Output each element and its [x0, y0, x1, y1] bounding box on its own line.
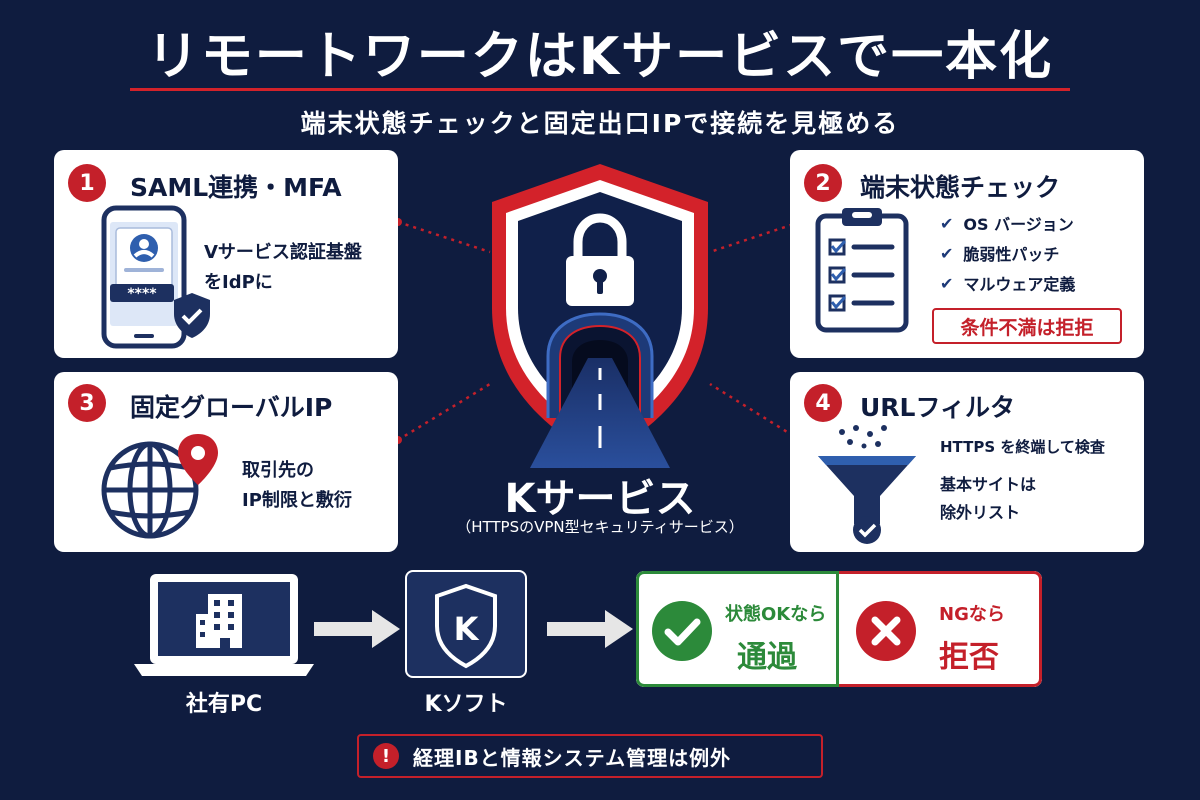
ng-result-text: 拒否 [939, 640, 999, 675]
ng-result: NGなら 拒否 [839, 571, 1042, 687]
posture-check-label: OS バージョン [963, 215, 1074, 234]
exception-notice: ! 経理IBと情報システム管理は例外 [357, 734, 823, 778]
checkmark-icon: ✔ [940, 273, 954, 293]
service-description: （HTTPSのVPN型セキュリティサービス） [456, 518, 744, 536]
pass-result: 状態OKなら 通過 [636, 571, 839, 687]
laptop-building-icon [134, 570, 314, 684]
page-subtitle: 端末状態チェックと固定出口IPで接続を見極める [300, 109, 900, 138]
card-saml-mfa: 1 SAML連携・MFA **** Vサービス認証基盤 をIdPに [54, 150, 398, 358]
checkmark-icon: ✔ [940, 213, 954, 233]
card-fixed-global-ip: 3 固定グローバルIP 取引先の IP制限と敷衍 [54, 372, 398, 552]
alert-icon: ! [373, 743, 399, 769]
card-url-filter: 4 URLフィルタ HTTPS を終端して検査 基本サイトは 除外リスト [790, 372, 1144, 552]
access-decision-panel: 状態OKなら 通過 NGなら 拒否 [636, 571, 1042, 687]
card-body-line: Vサービス認証基盤 [204, 242, 362, 263]
security-shield-icon [480, 158, 720, 472]
posture-check-item: ✔ 脆弱性パッチ [940, 238, 1059, 268]
service-name: Kサービス [504, 476, 696, 522]
card-number-badge: 1 [68, 164, 106, 202]
company-pc-label: 社有PC [185, 692, 263, 717]
posture-check-item: ✔ マルウェア定義 [940, 268, 1075, 298]
card-device-posture: 2 端末状態チェック ✔ OS バージョン [790, 150, 1144, 358]
card-title: 端末状態チェック [860, 173, 1061, 202]
card-title: SAML連携・MFA [130, 173, 342, 202]
password-mask: **** [127, 286, 157, 302]
checkmark-icon: ✔ [940, 243, 954, 263]
reject-condition-badge: 条件不満は拒拒 [932, 308, 1122, 344]
posture-check-label: 脆弱性パッチ [963, 245, 1060, 264]
card-body-line: をIdPに [204, 272, 273, 293]
card-title: 固定グローバルIP [130, 393, 333, 422]
k-letter: K [454, 610, 480, 648]
card-body-line: IP制限と敷衍 [242, 490, 352, 511]
ng-condition-text: NGなら [939, 604, 1005, 625]
arrow-right-icon [547, 610, 633, 648]
check-circle-icon [651, 600, 713, 666]
card-title: URLフィルタ [860, 393, 1015, 422]
card-body-line: HTTPS を終端して検査 [940, 438, 1105, 456]
card-number-badge: 4 [804, 384, 842, 422]
smartphone-icon: **** [96, 204, 216, 354]
card-number-badge: 2 [804, 164, 842, 202]
x-circle-icon [855, 600, 917, 666]
exception-notice-text: 経理IBと情報システム管理は例外 [413, 745, 732, 770]
funnel-filter-icon [812, 424, 922, 552]
posture-check-label: マルウェア定義 [963, 275, 1076, 294]
title-divider [130, 88, 1070, 91]
card-body-line: 除外リスト [940, 503, 1021, 522]
page-title: リモートワークはKサービスで一本化 [146, 27, 1054, 87]
posture-check-item: ✔ OS バージョン [940, 208, 1074, 238]
card-body-line: 取引先の [242, 460, 314, 481]
pass-condition-text: 状態OKなら [725, 604, 827, 625]
k-software-icon: K [405, 570, 527, 678]
card-number-badge: 3 [68, 384, 106, 422]
pass-result-text: 通過 [737, 640, 797, 675]
globe-location-icon [96, 428, 226, 550]
card-body-line: 基本サイトは [940, 475, 1037, 494]
k-software-label: Kソフト [424, 692, 508, 717]
arrow-right-icon [314, 610, 400, 648]
clipboard-checklist-icon [808, 206, 918, 340]
